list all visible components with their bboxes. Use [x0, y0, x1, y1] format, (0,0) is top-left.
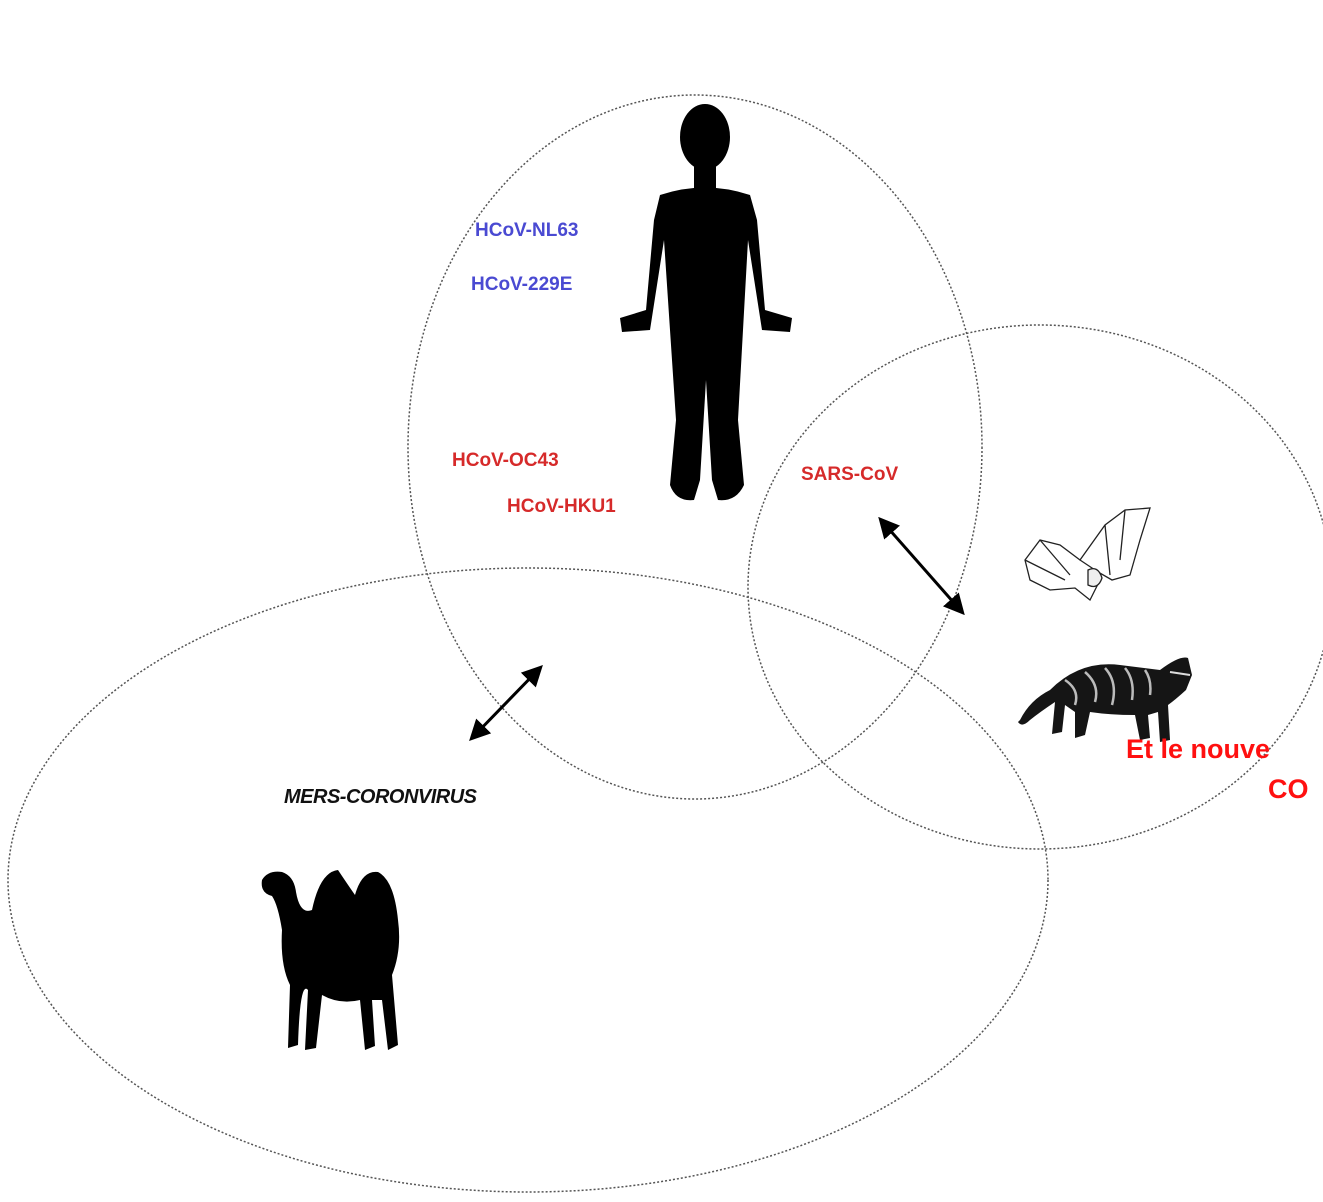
human-circle — [407, 94, 983, 800]
label-hcov-oc43: HCoV-OC43 — [452, 450, 559, 471]
camel-silhouette-icon — [261, 870, 400, 1050]
camel-circle — [7, 567, 1049, 1193]
label-hcov-nl63: HCoV-NL63 — [475, 220, 579, 241]
label-sars-cov: SARS-CoV — [801, 464, 899, 485]
animal-circle — [747, 324, 1323, 850]
civet-icon — [1018, 657, 1192, 742]
label-hcov-hku1: HCoV-HKU1 — [507, 496, 616, 517]
label-hcov-229e: HCoV-229E — [471, 274, 573, 295]
double-arrow-icon — [878, 516, 965, 616]
footer-text-line2: CO — [1268, 774, 1309, 804]
double-arrow-icon — [469, 664, 543, 742]
bat-icon — [1024, 507, 1151, 602]
footer-text-line1: Et le nouve — [1126, 734, 1271, 764]
label-mers-coronavirus: MERS-CORONVIRUS — [284, 786, 477, 808]
human-silhouette-icon — [620, 104, 792, 501]
